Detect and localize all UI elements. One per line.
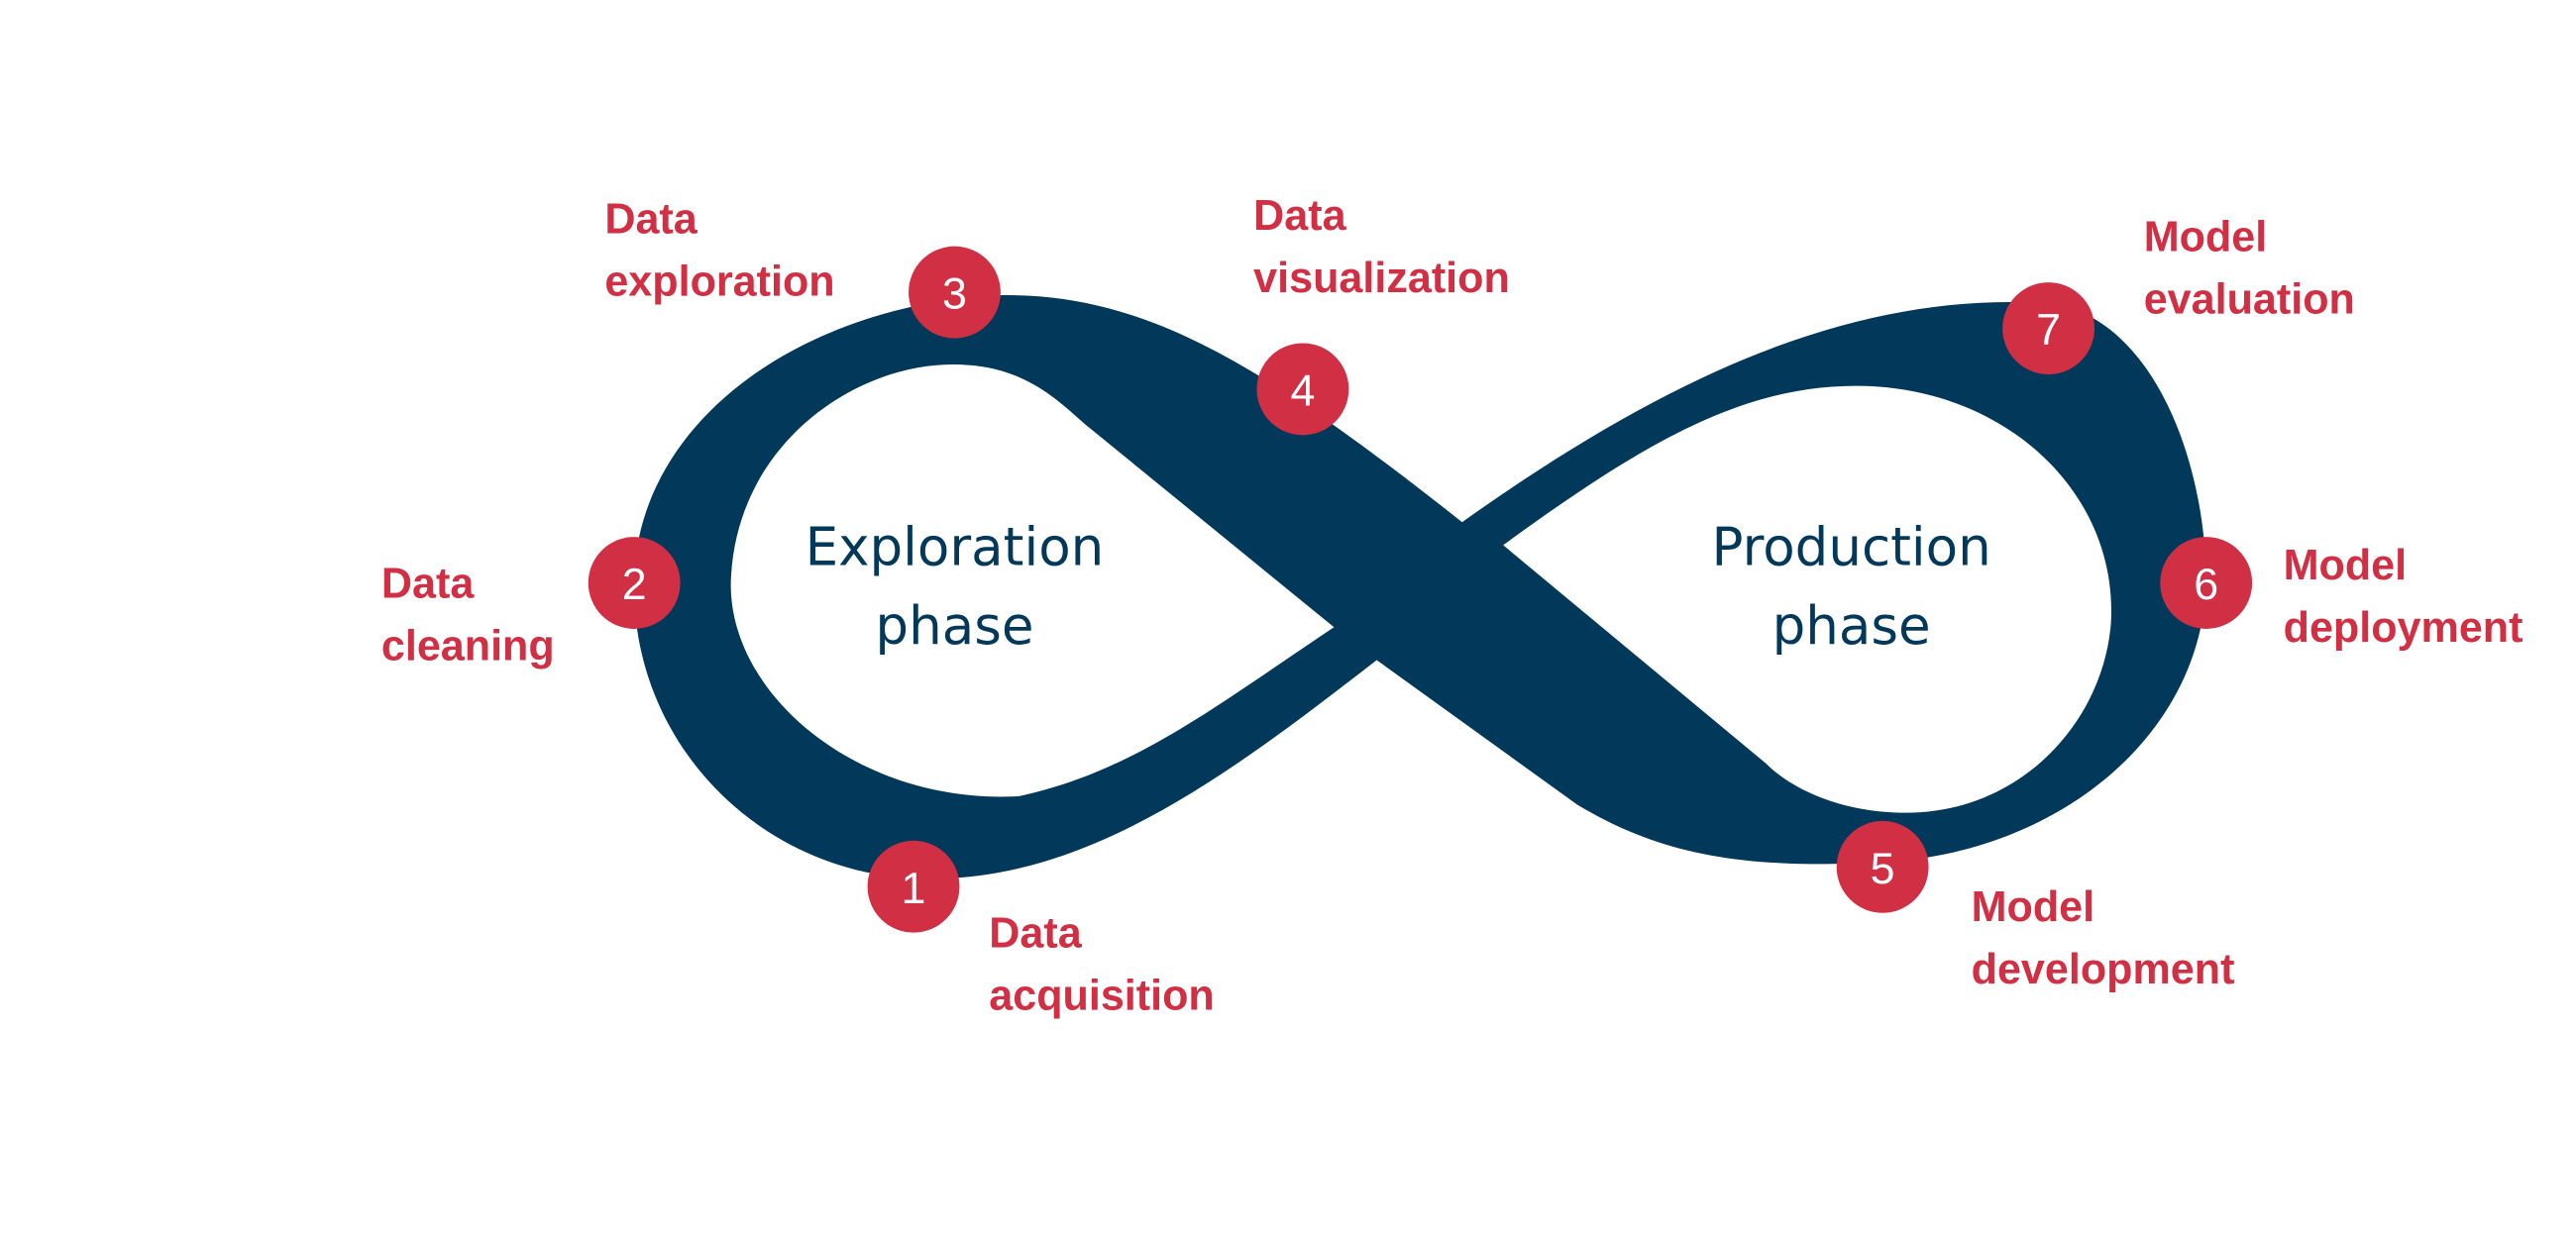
- exploration-loop-hole: [730, 364, 1335, 797]
- step-label: Data: [604, 195, 698, 243]
- production-loop-hole: [1503, 385, 2111, 813]
- step-label: acquisition: [989, 973, 1214, 1020]
- step-number: 6: [2194, 560, 2218, 609]
- step-label: cleaning: [381, 622, 555, 670]
- phase-title: Production: [1712, 516, 1991, 577]
- step-label: Data: [381, 560, 475, 607]
- step-label: exploration: [604, 258, 834, 305]
- phase-subtitle: phase: [1772, 595, 1931, 657]
- step-number: 4: [1290, 365, 1315, 415]
- step-1-data-acquisition: 1 Data acquisition: [867, 840, 1215, 1020]
- step-marker: [909, 246, 1001, 339]
- step-label: Model: [2144, 214, 2267, 261]
- step-label: Model: [1972, 883, 2094, 931]
- production-phase-label: Production phase: [1712, 516, 1991, 657]
- step-number: 1: [902, 864, 926, 913]
- step-number: 7: [2036, 305, 2061, 355]
- phase-subtitle: phase: [875, 595, 1033, 657]
- step-marker: [1256, 343, 1349, 436]
- phase-title: Exploration: [805, 516, 1105, 577]
- step-marker: [588, 537, 681, 629]
- step-label: Model: [2284, 542, 2407, 589]
- step-2-data-cleaning: 2 Data cleaning: [381, 537, 681, 670]
- step-7-model-evaluation: 7 Model evaluation: [2002, 214, 2355, 374]
- step-label: Data: [989, 910, 1082, 958]
- step-3-data-exploration: 3 Data exploration: [604, 195, 1001, 339]
- step-5-model-development: 5 Model development: [1836, 820, 2235, 993]
- step-4-data-visualization: 4 Data visualization: [1253, 192, 1510, 436]
- step-label: evaluation: [2144, 276, 2355, 324]
- exploration-phase-label: Exploration phase: [805, 516, 1105, 657]
- step-marker: [867, 840, 960, 933]
- step-marker: [2160, 537, 2253, 629]
- step-label: development: [1972, 946, 2235, 993]
- step-number: 5: [1871, 844, 1895, 893]
- step-marker: [1836, 820, 1929, 913]
- step-6-model-deployment: 6 Model deployment: [2160, 537, 2522, 652]
- step-number: 2: [622, 560, 647, 609]
- step-number: 3: [942, 269, 967, 319]
- step-marker: [2002, 282, 2094, 374]
- step-label: deployment: [2284, 604, 2523, 652]
- step-label: visualization: [1253, 255, 1510, 302]
- step-label: Data: [1253, 192, 1346, 240]
